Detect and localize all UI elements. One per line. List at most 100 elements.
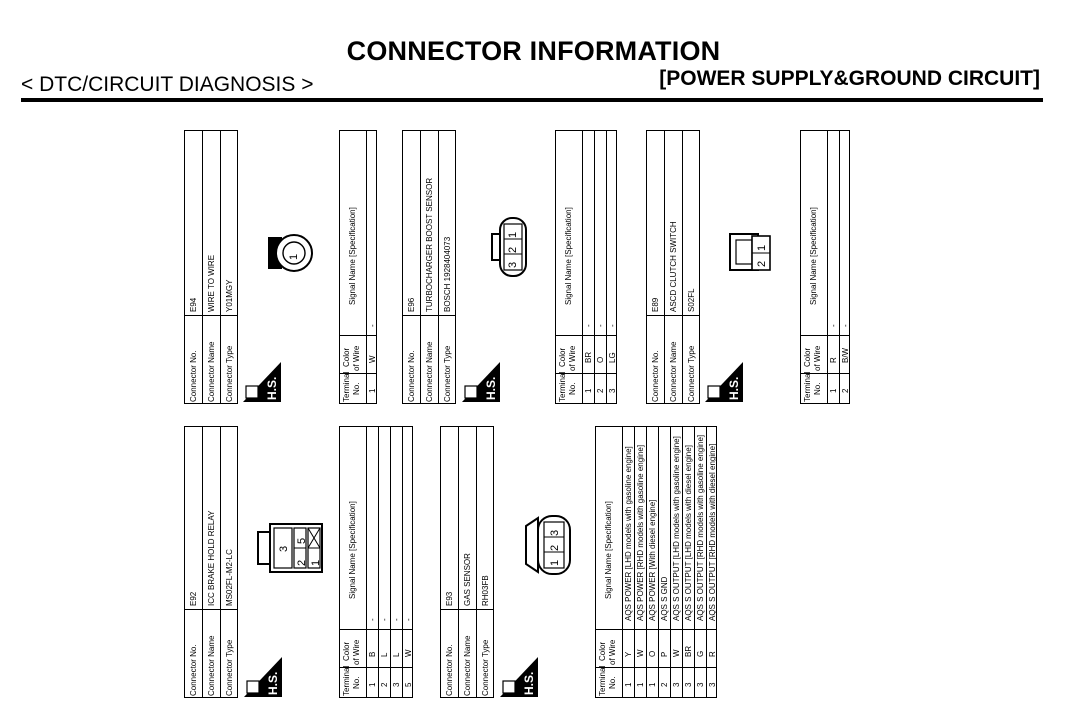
connector-no-value: E92 bbox=[189, 591, 198, 606]
page-title: CONNECTOR INFORMATION bbox=[346, 36, 721, 66]
connector-name-label: Connector Name bbox=[207, 635, 216, 696]
hand-icon bbox=[246, 680, 260, 694]
color-header-wire: of Wire bbox=[352, 345, 361, 371]
section-header: < DTC/CIRCUIT DIAGNOSIS > bbox=[21, 73, 314, 96]
connector-face-e94: 1 bbox=[266, 233, 316, 273]
color-header: Color bbox=[598, 641, 607, 661]
terminal-no: 3 bbox=[672, 682, 681, 687]
signal-name: - bbox=[584, 324, 593, 327]
connector-no-label: Connector No. bbox=[189, 350, 198, 402]
signal-header: Signal Name [Specification] bbox=[809, 207, 818, 305]
harness-side-badge: H.S. bbox=[243, 362, 281, 402]
pin-label: 2 bbox=[296, 559, 308, 566]
harness-side-badge: H.S. bbox=[500, 657, 538, 697]
hand-icon bbox=[245, 385, 259, 399]
harness-side-badge: H.S. bbox=[705, 362, 743, 402]
connector-name-value: ICC BRAKE HOLD RELAY bbox=[207, 510, 216, 606]
terminal-no: 2 bbox=[841, 388, 850, 393]
pin-label: 1 bbox=[310, 559, 322, 566]
connector-no-value: E89 bbox=[651, 297, 660, 312]
terminal-header-no: No. bbox=[568, 382, 577, 395]
hand-icon bbox=[707, 385, 721, 399]
signal-name: AQS S GND bbox=[660, 576, 669, 621]
signal-name: AQS POWER [With diesel engine] bbox=[648, 499, 657, 621]
connector-type-value: BOSCH 1928404073 bbox=[443, 236, 452, 312]
color-header: Color bbox=[342, 641, 351, 661]
pin-label: 3 bbox=[549, 529, 561, 536]
pin-label: 2 bbox=[549, 544, 561, 551]
connector-name-value: GAS SENSOR bbox=[463, 553, 472, 606]
terminal-header-no: No. bbox=[352, 676, 361, 689]
connector-face-e93: 1 2 3 bbox=[524, 512, 574, 578]
connector-type-label: Connector Type bbox=[687, 345, 696, 402]
wire-color: P bbox=[660, 651, 669, 657]
pin-label: 2 bbox=[507, 246, 519, 253]
hs-label: H.S. bbox=[522, 671, 536, 695]
terminal-header: Terminal bbox=[598, 665, 607, 696]
terminal-no: 1 bbox=[648, 682, 657, 687]
wire-color: W bbox=[404, 649, 413, 657]
hand-icon bbox=[502, 680, 516, 694]
signal-name: - bbox=[608, 324, 617, 327]
hs-label: H.S. bbox=[484, 376, 498, 400]
hs-label: H.S. bbox=[727, 376, 741, 400]
pin-label: 1 bbox=[756, 244, 768, 251]
signal-name: - bbox=[829, 324, 838, 327]
wire-color: W bbox=[672, 649, 681, 657]
color-header: Color bbox=[342, 347, 351, 367]
terminal-header-no: No. bbox=[813, 382, 822, 395]
signal-header: Signal Name [Specification] bbox=[604, 501, 613, 599]
color-header-wire: of Wire bbox=[608, 639, 617, 665]
terminal-no: 1 bbox=[636, 682, 645, 687]
pin-label: 5 bbox=[296, 537, 308, 544]
signal-name: AQS S OUTPUT [LHD models with gasoline e… bbox=[672, 436, 681, 621]
signal-header: Signal Name [Specification] bbox=[348, 207, 357, 305]
terminal-no: 3 bbox=[696, 682, 705, 687]
connector-no-label: Connector No. bbox=[407, 350, 416, 402]
pin-label: 1 bbox=[549, 559, 561, 566]
pin-label: 3 bbox=[278, 545, 290, 552]
connector-name-label: Connector Name bbox=[425, 341, 434, 402]
wire-color: W bbox=[636, 649, 645, 657]
terminal-no: 2 bbox=[660, 682, 669, 687]
wire-color: LG bbox=[608, 352, 617, 363]
wire-color: B/W bbox=[841, 347, 850, 363]
terminal-no: 1 bbox=[829, 388, 838, 393]
pin-label: 1 bbox=[507, 231, 519, 238]
connector-type-value: RH03FB bbox=[481, 575, 490, 606]
wire-color: R bbox=[829, 357, 838, 363]
color-header-wire: of Wire bbox=[813, 345, 822, 371]
signal-name: - bbox=[404, 618, 413, 621]
connector-name-label: Connector Name bbox=[669, 341, 678, 402]
terminal-no: 3 bbox=[392, 682, 401, 687]
wire-color: BR bbox=[684, 645, 693, 657]
wire-color: L bbox=[392, 652, 401, 657]
connector-name-label: Connector Name bbox=[207, 341, 216, 402]
connector-no-value: E93 bbox=[445, 591, 454, 606]
pin-label: 2 bbox=[756, 260, 768, 267]
wire-color: O bbox=[648, 650, 657, 657]
terminal-no: 3 bbox=[684, 682, 693, 687]
signal-name: AQS S OUTPUT [LHD models with diesel eng… bbox=[684, 445, 693, 621]
terminal-header: Terminal bbox=[558, 371, 567, 402]
connector-type-label: Connector Type bbox=[225, 639, 234, 696]
terminal-no: 1 bbox=[584, 388, 593, 393]
terminal-no: 1 bbox=[368, 682, 377, 687]
subsection-header: [POWER SUPPLY&GROUND CIRCUIT] bbox=[659, 67, 1040, 90]
connector-no-label: Connector No. bbox=[651, 350, 660, 402]
connector-no-value: E94 bbox=[189, 297, 198, 312]
hand-icon bbox=[464, 385, 478, 399]
wire-color: B bbox=[368, 651, 377, 657]
hs-label: H.S. bbox=[266, 671, 280, 695]
signal-name: - bbox=[368, 618, 377, 621]
